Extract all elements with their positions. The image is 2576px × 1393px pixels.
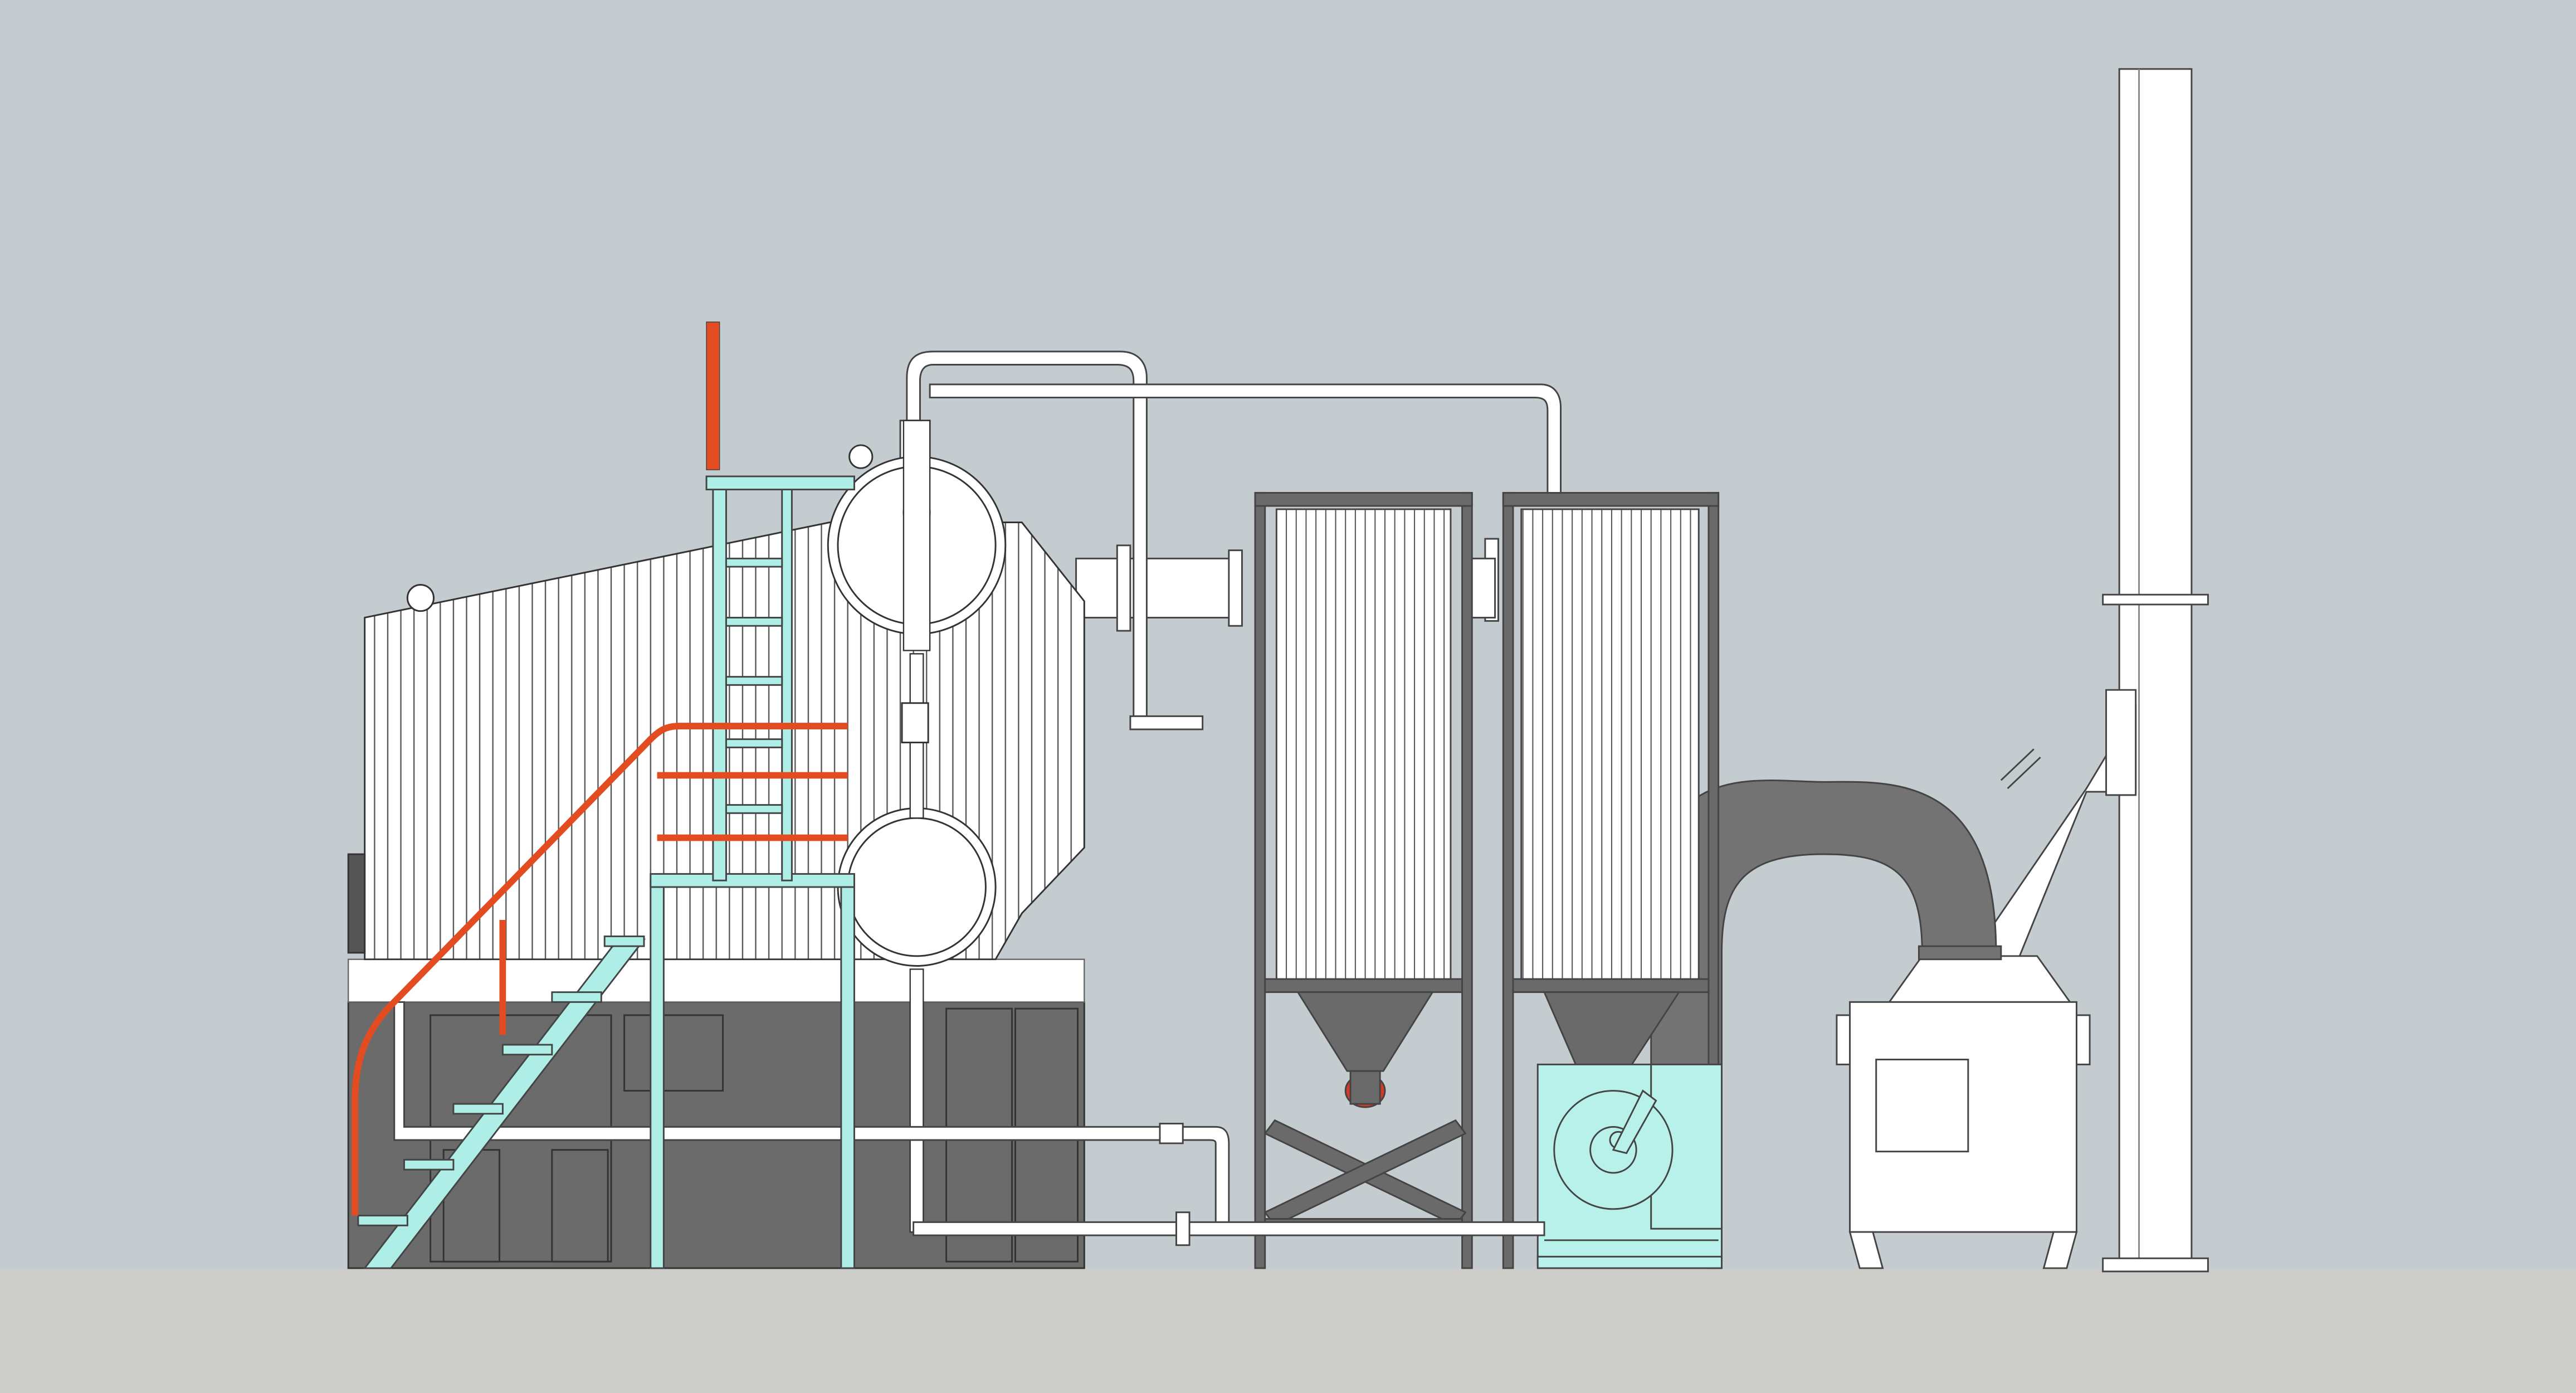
desulfurization-tower — [1836, 955, 2091, 1269]
upper-steam-drum[interactable] — [827, 420, 1007, 651]
boiler-refractory-band — [348, 958, 1085, 1003]
stairway — [357, 935, 646, 1269]
flue-connector — [1075, 544, 1496, 632]
blowdown-pipe — [393, 1001, 1545, 1246]
chimney-stack — [2102, 68, 2209, 1273]
bag-filter-left — [1254, 491, 1473, 1269]
fan-outlet-duct — [1650, 780, 2002, 1069]
safety-valve-post — [706, 322, 720, 470]
lower-mud-drum[interactable] — [837, 653, 997, 1233]
induced-draft-fan[interactable] — [1536, 1063, 1723, 1269]
ground — [0, 1268, 2576, 1393]
platform-structure — [650, 475, 855, 1269]
